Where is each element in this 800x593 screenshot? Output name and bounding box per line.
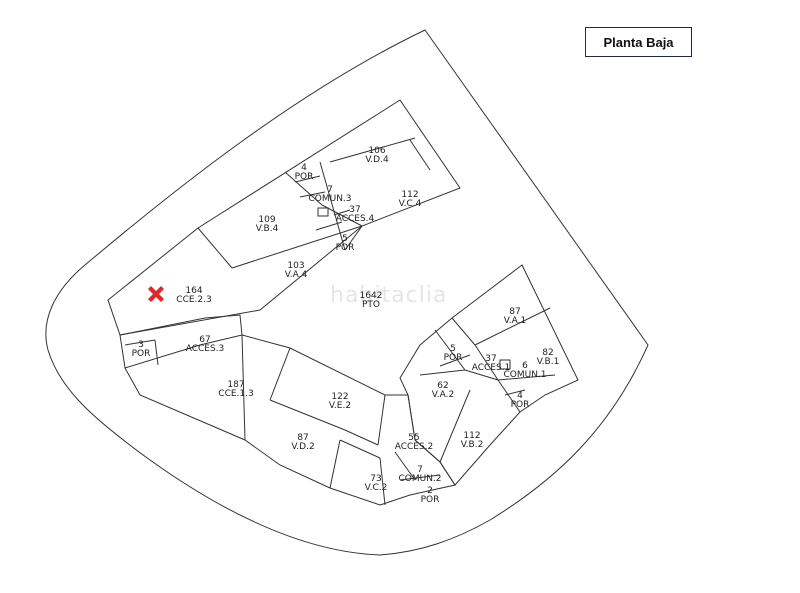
plan-title: Planta Baja [585, 27, 692, 57]
selected-unit-marker-icon [148, 286, 164, 302]
plot-boundary [45, 29, 649, 556]
north-block [107, 99, 461, 336]
watermark: habitaclia [330, 283, 448, 308]
